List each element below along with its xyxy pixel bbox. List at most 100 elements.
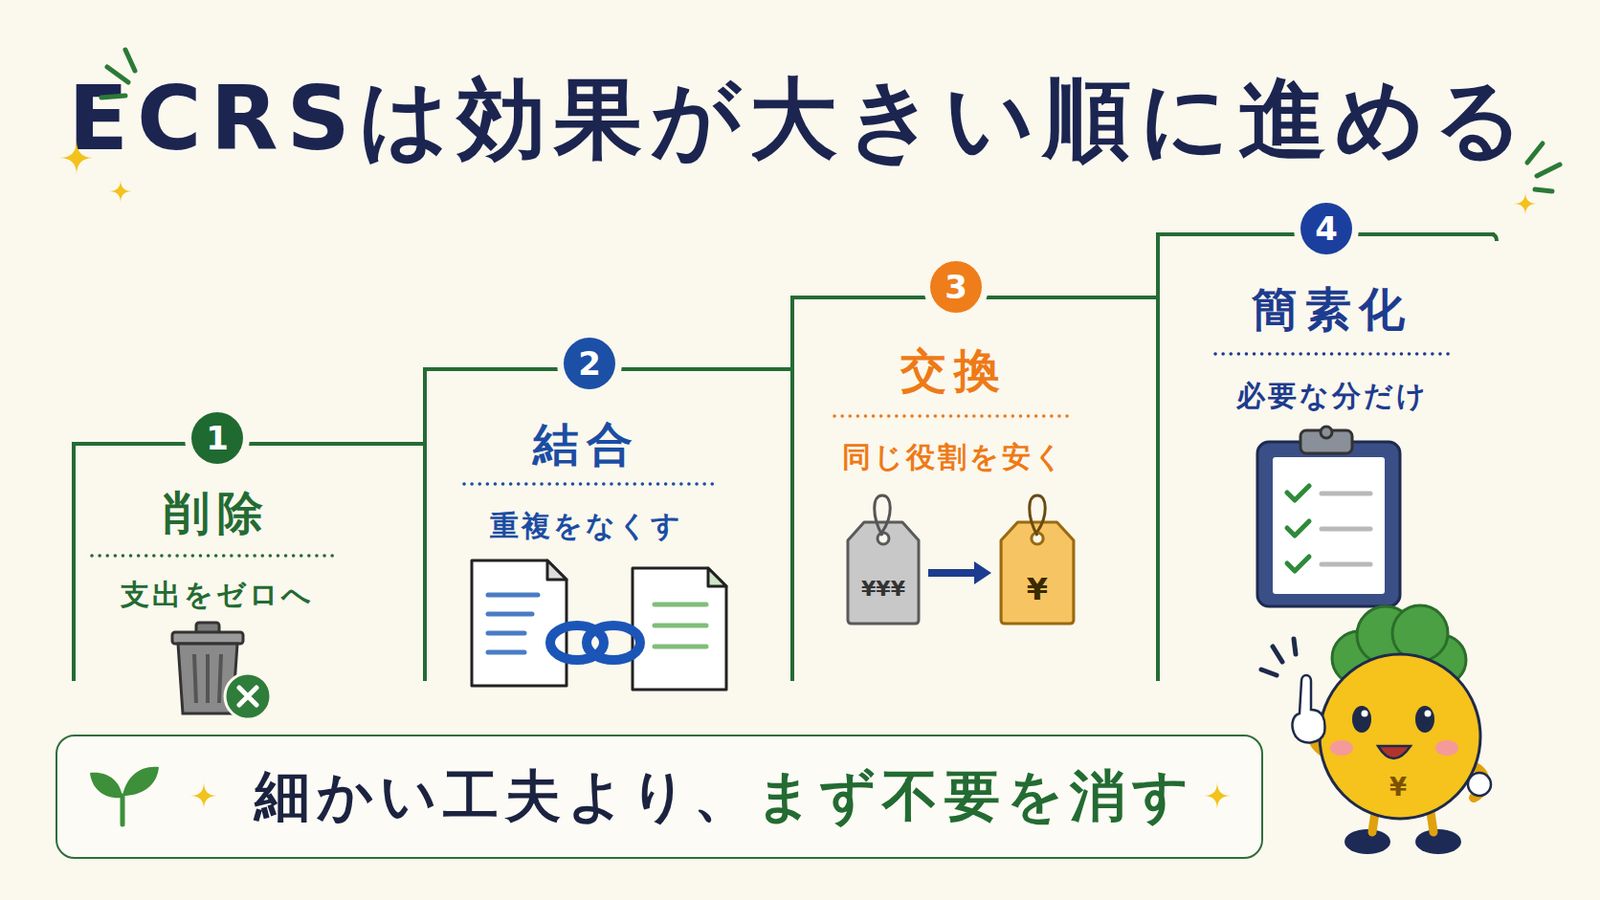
document-lines xyxy=(654,604,707,647)
chain-link xyxy=(550,625,604,661)
text-line xyxy=(654,644,707,650)
dotted-separator xyxy=(91,554,337,558)
clipboard-clip xyxy=(1300,430,1353,454)
clipboard-clip-ring xyxy=(1320,426,1333,439)
stair-step: 簡素化必要な分だけ4 xyxy=(1155,232,1495,682)
text-line xyxy=(654,602,707,608)
step-description: 同じ役割を安く xyxy=(791,440,1117,475)
step-heading: 簡素化 xyxy=(1169,282,1495,338)
document-lines xyxy=(488,595,538,653)
step-heading: 交換 xyxy=(791,343,1117,400)
clipboard-icon xyxy=(1257,426,1400,607)
text-line xyxy=(654,623,707,629)
mascot-arm xyxy=(1311,729,1333,756)
leaf xyxy=(1356,606,1415,665)
documents-icon xyxy=(471,560,727,690)
step-description: 重複をなくす xyxy=(423,509,750,544)
arrow-head xyxy=(974,561,992,585)
trash-rib xyxy=(219,654,222,704)
text-line xyxy=(488,631,525,637)
eye-highlight xyxy=(1361,711,1369,718)
mascot-arm xyxy=(1471,765,1486,799)
price-text: ¥ xyxy=(998,571,1077,608)
text-line xyxy=(488,593,538,599)
step-heading: 結合 xyxy=(423,417,750,473)
check-lines xyxy=(1321,493,1371,565)
tagline-text: 細かい工夫より、 xyxy=(254,759,756,835)
sparkle xyxy=(1513,192,1537,216)
trash-rib xyxy=(205,654,210,704)
clipboard-board xyxy=(1257,442,1400,607)
leaf xyxy=(1416,635,1467,686)
price-tag-shape xyxy=(844,519,922,627)
price-text: ¥¥¥ xyxy=(844,577,922,602)
stair-step: 交換同じ役割を安く3¥¥¥¥ xyxy=(790,295,1156,682)
step-number: 3 xyxy=(930,261,982,313)
accent-mark xyxy=(125,49,135,71)
stair-step: 削除支出をゼロへ1 xyxy=(71,442,423,682)
tagline-box: 細かい工夫より、まず不要を消す xyxy=(55,734,1264,860)
step-number: 1 xyxy=(191,412,244,465)
text-line xyxy=(488,612,533,618)
trash-icon xyxy=(172,622,271,720)
clipboard-paper xyxy=(1272,457,1385,595)
mascot-cheek xyxy=(1435,740,1459,756)
connector-arrow xyxy=(928,561,992,585)
step-number: 2 xyxy=(563,337,616,390)
check-line xyxy=(1321,491,1371,497)
checkmarks xyxy=(1287,486,1310,572)
leaf xyxy=(1332,631,1386,686)
mascot-eye xyxy=(1352,706,1372,734)
arrow-line xyxy=(928,569,977,578)
chain-link xyxy=(586,625,641,661)
mascot-hand xyxy=(1467,773,1491,797)
mascot-mark: ¥ xyxy=(1378,773,1418,802)
step-number-text: 4 xyxy=(1314,209,1338,248)
stair-step: 結合重複をなくす2 xyxy=(422,367,791,682)
eye-highlight xyxy=(1424,711,1432,718)
price-tag: ¥ xyxy=(998,519,1077,627)
price-tag-hole xyxy=(877,533,889,545)
dotted-separator xyxy=(1215,352,1455,356)
mascot-legs xyxy=(1372,805,1434,833)
document-fold xyxy=(708,568,727,587)
price-tag-hole xyxy=(1031,533,1044,545)
motion-mark xyxy=(1261,669,1277,676)
trash-rib xyxy=(194,654,197,704)
delete-badge xyxy=(224,673,271,720)
checkmark xyxy=(1287,556,1310,572)
checkmark xyxy=(1287,521,1310,536)
mascot-eye xyxy=(1415,706,1435,734)
check-line xyxy=(1321,527,1371,533)
step-number-text: 1 xyxy=(205,419,229,458)
motion-marks xyxy=(1261,639,1296,676)
mascot-cheek xyxy=(1330,740,1354,756)
mascot-foot xyxy=(1344,829,1391,855)
mascot-foot xyxy=(1415,829,1462,855)
document xyxy=(471,560,567,687)
motion-mark xyxy=(1272,646,1283,663)
accent-mark xyxy=(1534,189,1553,192)
accent-mark xyxy=(1536,164,1560,177)
motion-mark xyxy=(1293,639,1296,655)
check-line xyxy=(1321,562,1371,568)
mascot-leaves xyxy=(1332,605,1467,686)
mascot xyxy=(1261,605,1491,855)
step-heading: 削除 xyxy=(54,486,380,542)
text-line xyxy=(488,650,525,656)
step-number-text: 2 xyxy=(577,344,601,383)
sparkle xyxy=(109,179,133,203)
step-number-text: 3 xyxy=(944,267,968,307)
step-number: 4 xyxy=(1300,202,1353,255)
dotted-separator xyxy=(834,414,1074,419)
trash-lid xyxy=(172,632,244,645)
tagline-text: まず不要を消す xyxy=(755,759,1196,835)
document xyxy=(632,568,727,690)
trash-can xyxy=(177,644,238,714)
checkmark xyxy=(1287,486,1310,501)
sparkles xyxy=(59,140,1537,810)
mascot-mouth xyxy=(1377,746,1411,759)
title-text: ECRSは効果が大きい順に進める xyxy=(0,66,1600,173)
